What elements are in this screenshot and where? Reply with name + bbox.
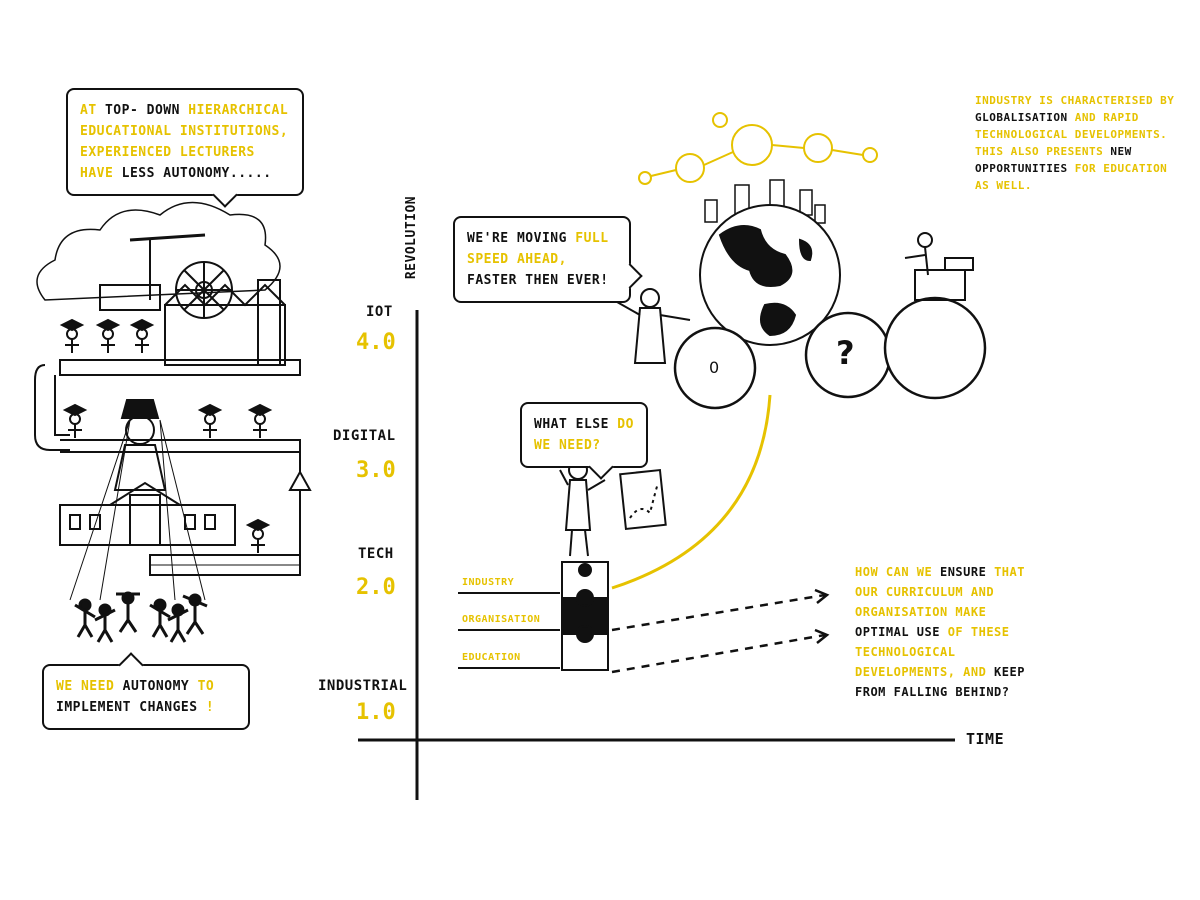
bubble-top-seg-2: hierarchical educational institutions, e…	[80, 103, 289, 181]
intro-seg-0: Industry is characterised by	[975, 94, 1175, 107]
intro-seg-3: technological	[975, 128, 1068, 141]
bubble-full-speed: We're moving full speed ahead, faster th…	[453, 216, 643, 303]
bubble-top-seg-0: At	[80, 103, 105, 118]
bubble-bottom-seg-1: autonomy	[122, 679, 190, 694]
dashed-arrows	[611, 588, 830, 674]
gear-small-mark: 0	[709, 358, 720, 377]
bubble-top-down: At top- down hierarchical educational in…	[66, 88, 304, 208]
globe-gear	[699, 204, 841, 346]
rev-version-digital: 3.0	[356, 458, 396, 483]
intro-seg-1: globalisation	[975, 111, 1068, 124]
level-industry: Industry	[462, 577, 515, 588]
bubble-bottom-seg-4: !	[197, 700, 215, 715]
y-axis-label: Revolution	[404, 195, 420, 280]
intro-text: Industry is characterised by globalisati…	[975, 92, 1175, 194]
intro-seg-5: new opportunities	[975, 145, 1132, 175]
level-organisation: Organisation	[462, 614, 541, 625]
rev-label-industrial: Industrial	[318, 678, 408, 694]
gear-small	[673, 296, 987, 410]
x-axis-label: Time	[966, 730, 1005, 748]
bubble-need-seg-1: do	[617, 417, 634, 432]
question-seg-3: make	[955, 605, 987, 619]
gear-question-mark: ?	[836, 334, 855, 372]
bubble-need-seg-2: we need?	[534, 438, 601, 453]
bubble-what-else: What else do we need?	[520, 402, 648, 480]
question-seg-5: of these technological developments, and	[855, 625, 1010, 679]
rev-label-tech: Tech	[358, 546, 394, 562]
standing-person	[559, 460, 667, 557]
bubble-autonomy: We need autonomy to implement changes !	[42, 652, 250, 730]
rev-version-iot: 4.0	[356, 330, 396, 355]
question-seg-4: optimal use	[855, 625, 940, 639]
question-seg-2: that our curriculum and organisation	[855, 565, 1025, 619]
growth-curve	[611, 394, 772, 590]
idea-bulbs	[638, 112, 878, 185]
bubble-bottom-seg-3: implement changes	[56, 700, 198, 715]
rev-version-industrial: 1.0	[356, 700, 396, 725]
intro-seg-4: developments. This also presents	[975, 128, 1168, 158]
bubble-top-seg-3: less autonomy.....	[113, 166, 272, 181]
intro-seg-2: and rapid	[1067, 111, 1139, 124]
question-seg-0: How can we	[855, 565, 940, 579]
bubble-bottom-seg-2: to	[189, 679, 215, 694]
bubble-speed-seg-1: full speed ahead,	[467, 231, 609, 267]
teacher-figure	[904, 232, 974, 301]
bubble-speed-seg-0: We're moving	[467, 231, 576, 246]
rev-version-tech: 2.0	[356, 575, 396, 600]
bubble-bottom-seg-0: We need	[56, 679, 123, 694]
crowd-figures	[74, 591, 208, 643]
question-seg-6: keep from falling behind?	[855, 665, 1025, 699]
bubble-top-seg-1: top- down	[104, 103, 180, 118]
rev-label-digital: Digital	[333, 428, 396, 444]
level-block	[561, 561, 609, 671]
bubble-need-seg-0: What else	[534, 417, 618, 432]
bubble-speed-seg-2: faster then ever!	[467, 273, 609, 288]
intro-seg-6: for education as well.	[975, 162, 1168, 192]
factory-scene	[34, 201, 312, 601]
question-text: How can we ensure that our curriculum an…	[855, 562, 1040, 702]
question-seg-1: ensure	[939, 565, 987, 579]
level-education: Education	[462, 652, 521, 663]
graduate-figures	[59, 318, 273, 553]
rev-label-iot: IoT	[366, 304, 393, 320]
level-lines	[458, 592, 560, 669]
